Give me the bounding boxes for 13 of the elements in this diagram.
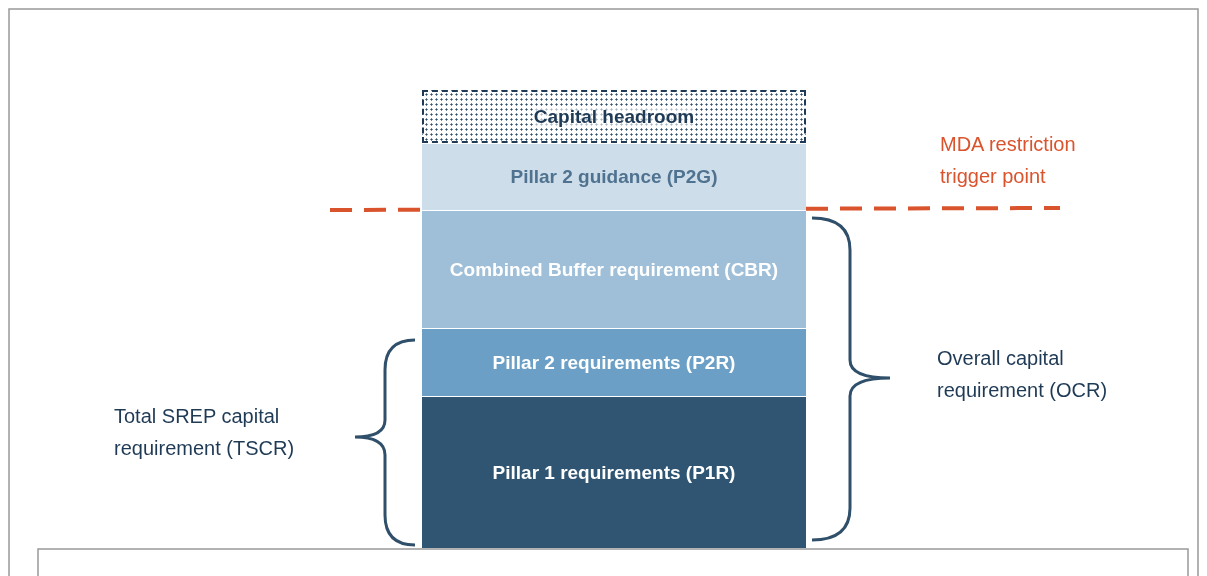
guidance-segment <box>422 143 806 210</box>
segment-label: Capital headroom <box>533 105 695 128</box>
segment-label: Pillar 2 guidance (P2G) <box>510 166 718 188</box>
buffer-segment <box>422 210 806 328</box>
bracket-label: Total SREP capital requirement (TSCR) <box>114 404 296 461</box>
pillar2-segment <box>422 328 806 396</box>
segment-label: Pillar 1 requirements (P1R) <box>492 461 736 484</box>
bracket-label: Overall capital requirement (OCR) <box>937 346 1109 403</box>
threshold-note: MDA restriction trigger point <box>940 132 1077 189</box>
pillar1-segment <box>422 396 806 548</box>
segment-label: Combined Buffer requirement (CBR) <box>449 258 779 281</box>
segment-label: Pillar 2 requirements (P2R) <box>492 351 736 374</box>
headroom-segment <box>422 90 806 143</box>
